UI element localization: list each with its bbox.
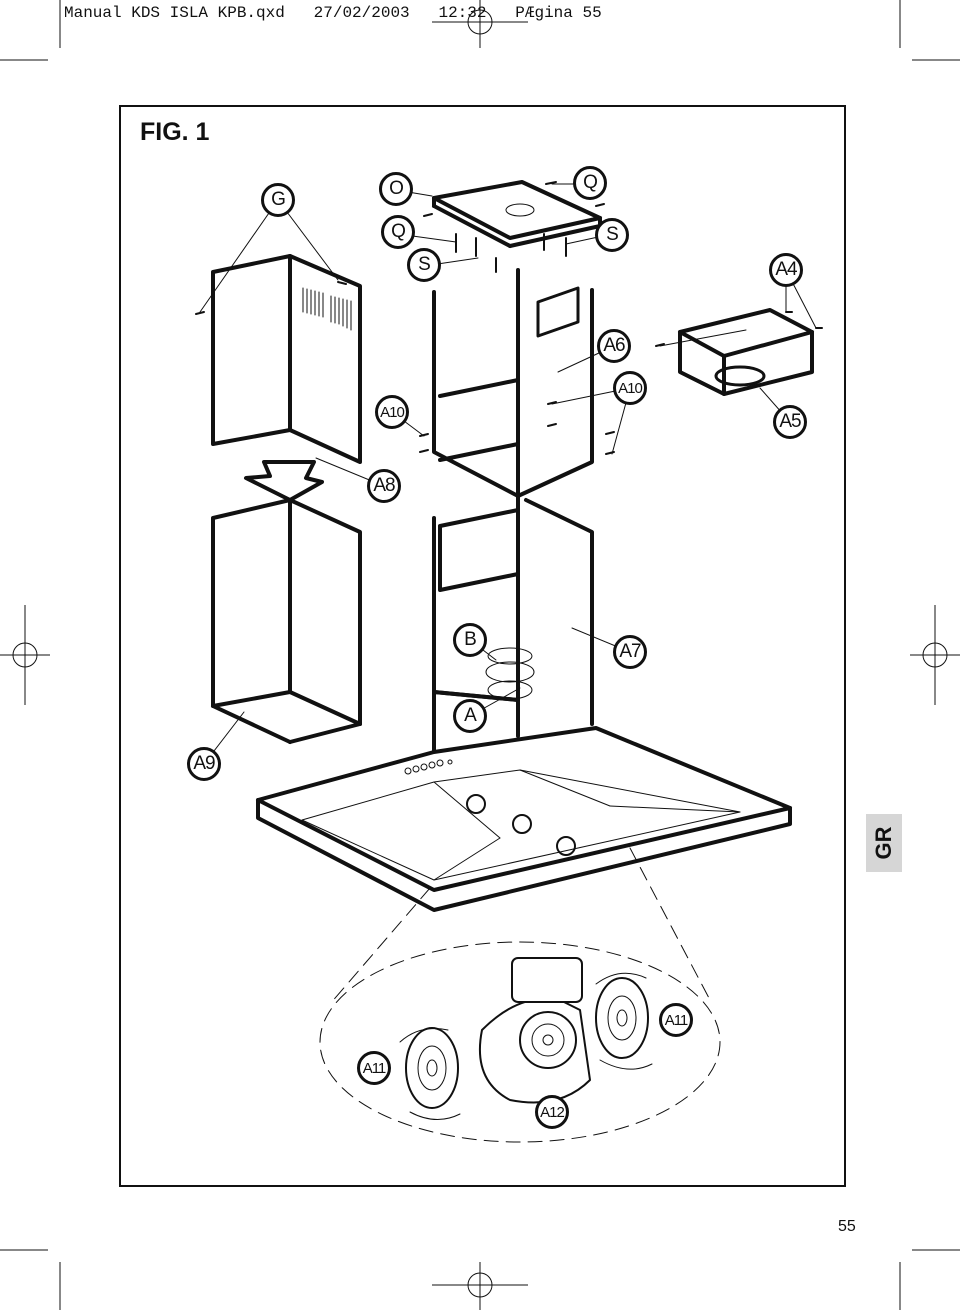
callout-a: A bbox=[453, 699, 487, 733]
vent-slots bbox=[302, 287, 352, 331]
detail-zoom bbox=[319, 847, 721, 1143]
duct-outlet bbox=[714, 365, 766, 387]
upper-frame bbox=[432, 268, 594, 498]
callout-s-left: S bbox=[407, 248, 441, 282]
callout-a5: A5 bbox=[773, 405, 807, 439]
callout-a11-right: A11 bbox=[659, 1003, 693, 1037]
figure-title: FIG. 1 bbox=[140, 118, 210, 146]
upper-chimney-cover bbox=[211, 254, 362, 464]
callout-a11-left: A11 bbox=[357, 1051, 391, 1085]
rotation-arrows bbox=[399, 972, 653, 1120]
left-filter bbox=[405, 1027, 459, 1109]
right-filter bbox=[595, 977, 649, 1059]
screws bbox=[195, 181, 823, 455]
frame-window bbox=[536, 286, 580, 338]
callout-g: G bbox=[261, 183, 295, 217]
language-tab: GR bbox=[866, 814, 902, 872]
lower-frame bbox=[432, 494, 594, 754]
callout-a6: A6 bbox=[597, 329, 631, 363]
file-header: Manual KDS ISLA KPB.qxd 27/02/2003 12:32… bbox=[64, 4, 602, 22]
control-buttons bbox=[404, 759, 453, 775]
callout-a9: A9 bbox=[187, 747, 221, 781]
callout-a10-right: A10 bbox=[613, 371, 647, 405]
callout-q-left: Q bbox=[381, 215, 415, 249]
page-number: 55 bbox=[838, 1218, 856, 1235]
callout-a4: A4 bbox=[769, 253, 803, 287]
callout-a10-left: A10 bbox=[375, 395, 409, 429]
callout-o: O bbox=[379, 172, 413, 206]
plate-hole bbox=[505, 203, 535, 217]
motor-unit bbox=[478, 957, 591, 1104]
callout-s-right: S bbox=[595, 218, 629, 252]
motor-duct bbox=[485, 647, 535, 700]
canopy-details bbox=[301, 769, 741, 881]
filter-discs bbox=[466, 794, 576, 856]
lower-chimney-cover bbox=[211, 498, 362, 726]
callout-a8: A8 bbox=[367, 469, 401, 503]
figure-frame bbox=[119, 105, 846, 1187]
callout-b: B bbox=[453, 623, 487, 657]
mounting-plate bbox=[432, 180, 602, 248]
callout-a7: A7 bbox=[613, 635, 647, 669]
down-arrow bbox=[244, 460, 324, 502]
duct-adapter bbox=[678, 308, 814, 396]
callout-q-top: Q bbox=[573, 166, 607, 200]
language-tab-label: GR bbox=[871, 826, 896, 860]
callout-a12: A12 bbox=[535, 1095, 569, 1129]
hood-canopy bbox=[256, 726, 792, 912]
